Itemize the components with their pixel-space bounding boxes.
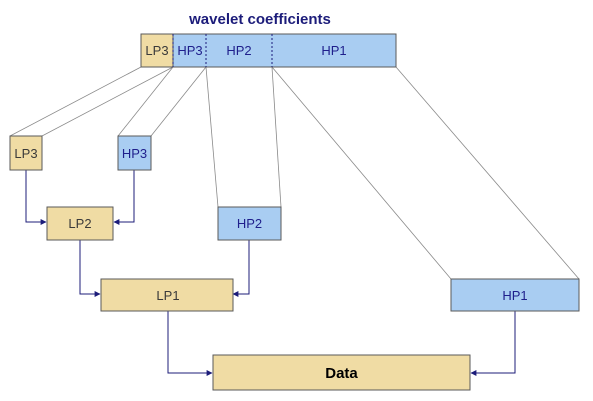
projection-line xyxy=(41,66,174,137)
node-hp3: HP3 xyxy=(117,135,152,171)
coef-lp3-segment xyxy=(140,33,174,68)
arrow-lp2-to-lp1 xyxy=(79,240,101,297)
node-lp1-label: LP1 xyxy=(156,288,179,303)
projection-line xyxy=(9,66,142,137)
projection-line xyxy=(271,66,452,280)
node-hp1-label: HP1 xyxy=(502,288,527,303)
coef-hp-segments xyxy=(172,33,397,68)
projection-line xyxy=(395,66,580,280)
node-lp3: LP3 xyxy=(9,135,43,171)
node-data: Data xyxy=(212,354,471,391)
node-lp1: LP1 xyxy=(100,278,234,312)
node-hp3-label: HP3 xyxy=(122,146,147,161)
node-lp2-box xyxy=(46,206,114,241)
node-data-box xyxy=(212,354,471,391)
node-hp2-label: HP2 xyxy=(237,216,262,231)
projection-line xyxy=(150,66,207,137)
node-hp2: HP2 xyxy=(217,206,282,241)
coef-hp1-label: HP1 xyxy=(321,43,346,58)
node-lp3-box xyxy=(9,135,43,171)
coef-hp3-label: HP3 xyxy=(177,43,202,58)
projection-lines xyxy=(9,66,580,280)
node-hp1: HP1 xyxy=(450,278,580,312)
coef-hp2-label: HP2 xyxy=(226,43,251,58)
node-lp2-label: LP2 xyxy=(68,216,91,231)
projection-line xyxy=(117,66,174,137)
diagram-title: wavelet coefficients xyxy=(188,11,331,28)
node-lp1-box xyxy=(100,278,234,312)
coefficient-bar: LP3 HP3 HP2 HP1 xyxy=(140,33,397,68)
arrow-hp2-to-lp1 xyxy=(232,240,250,297)
node-hp1-box xyxy=(450,278,580,312)
arrow-lp3-to-lp2 xyxy=(25,170,47,225)
arrow-hp1-to-data xyxy=(470,311,516,376)
arrow-lp1-to-data xyxy=(167,311,213,376)
projection-line xyxy=(205,66,219,208)
arrow-hp3-to-lp2 xyxy=(113,170,135,225)
node-data-label: Data xyxy=(325,365,358,382)
node-hp3-box xyxy=(117,135,152,171)
node-lp3-label: LP3 xyxy=(14,146,37,161)
node-hp2-box xyxy=(217,206,282,241)
projection-line xyxy=(271,66,282,208)
coef-lp3-label: LP3 xyxy=(145,43,168,58)
reconstruction-arrows xyxy=(25,170,516,376)
node-lp2: LP2 xyxy=(46,206,114,241)
